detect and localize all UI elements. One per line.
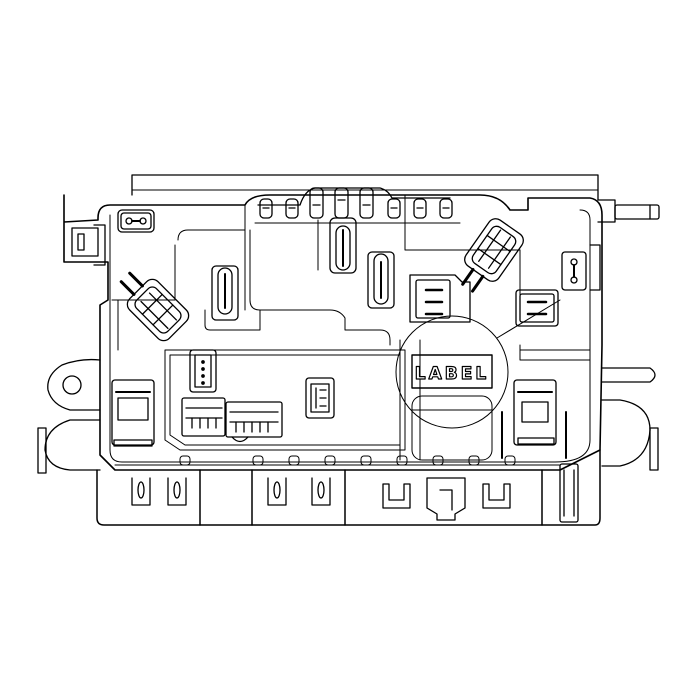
bottom-base-plate [96, 449, 601, 526]
top-terminal [334, 187, 349, 219]
square-connector-right [515, 289, 559, 327]
relay-right [501, 379, 567, 459]
fuse-slot-top-left [117, 209, 155, 233]
header-small-right [305, 377, 335, 419]
label-recess [411, 395, 493, 461]
label-text: LABEL [415, 364, 489, 384]
top-connector-bank [254, 187, 461, 224]
header-12pin [225, 401, 283, 443]
top-terminal [259, 198, 273, 219]
square-connector-top-right [409, 274, 471, 323]
relay-left [111, 379, 155, 447]
top-terminal [413, 198, 427, 219]
inner-panels [111, 194, 591, 461]
label-marker [395, 299, 561, 429]
bottom-bump-row [114, 455, 561, 466]
right-top-tab [597, 199, 660, 223]
top-back-plate [131, 174, 599, 201]
angled-connector-left [119, 271, 190, 342]
mounting-ear-left [47, 358, 101, 411]
mounting-tab-right [601, 367, 659, 471]
top-terminal [309, 187, 324, 219]
vertical-connector-center [367, 251, 395, 309]
header-8pin [181, 397, 226, 437]
angled-connector-right [461, 218, 524, 293]
left-lower-clip [37, 419, 101, 474]
top-terminal [387, 198, 401, 219]
fuse-slot-right [561, 244, 601, 291]
main-housing [63, 194, 603, 471]
bottom-blade-terminals [131, 477, 331, 506]
vertical-connector-left [211, 265, 239, 321]
small-header-4pin [189, 349, 217, 393]
top-terminal [439, 198, 453, 219]
top-terminal [285, 198, 299, 219]
left-clip [71, 224, 106, 266]
bottom-latches [382, 463, 579, 523]
top-terminal [359, 187, 374, 219]
header-panel [164, 349, 406, 451]
vertical-connector-center-left [329, 217, 357, 274]
